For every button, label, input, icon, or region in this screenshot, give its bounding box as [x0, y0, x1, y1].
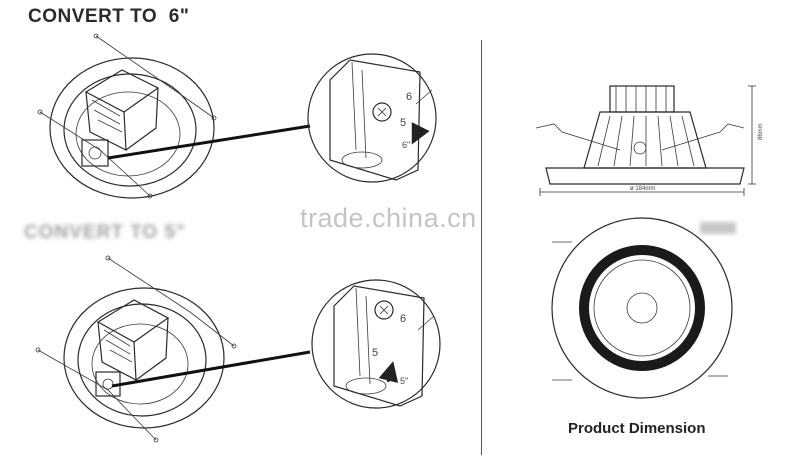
side-elevation-drawing — [535, 85, 756, 196]
blurred-tag — [700, 222, 736, 234]
watermark: trade.china.cn — [300, 203, 477, 233]
detail-bottom-arrow-label: 5" — [400, 376, 408, 386]
downlight-top-illustration — [37, 33, 217, 199]
product-dimension-caption: Product Dimension — [568, 420, 706, 437]
pointer-line-bottom — [111, 350, 311, 388]
downlight-bottom-illustration — [35, 255, 237, 443]
blurred-heading: CONVERT TO 5" — [24, 222, 187, 243]
zoom-detail-top — [307, 53, 437, 183]
zoom-detail-bottom — [311, 279, 441, 409]
front-view-drawing — [551, 217, 733, 399]
pointer-line-top — [107, 124, 311, 160]
panel-divider — [481, 40, 482, 455]
diameter-dimension: ø 184mm — [630, 186, 655, 192]
detail-top-arrow-label: 6" — [402, 140, 410, 150]
detail-top-six-label: 6 — [406, 91, 412, 103]
detail-bottom-five-label: 5 — [372, 347, 378, 359]
detail-bottom-six-label: 6 — [400, 313, 406, 325]
detail-top-five-label: 5 — [400, 117, 406, 129]
height-dimension: 86mm — [758, 123, 764, 140]
convert-title: CONVERT TO 6" — [28, 6, 190, 27]
